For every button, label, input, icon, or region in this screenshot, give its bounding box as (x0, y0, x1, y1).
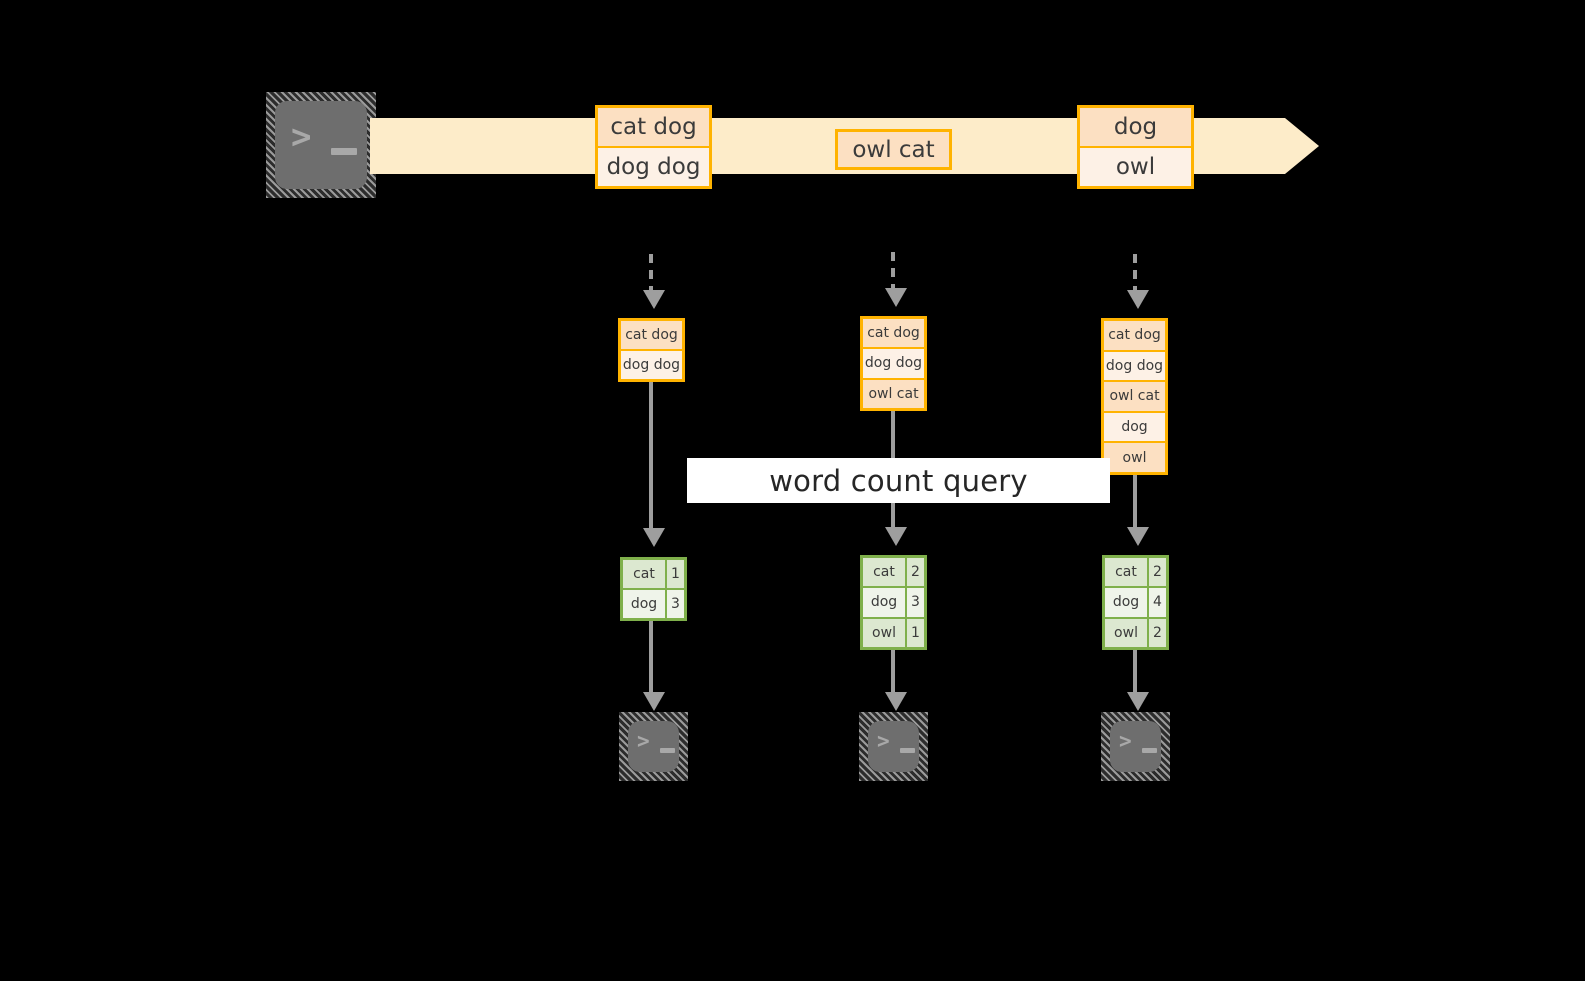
result-count: 3 (665, 590, 684, 618)
stream-record: dog (1080, 108, 1191, 146)
source-terminal-icon: > (266, 92, 376, 198)
result-word: cat (863, 558, 905, 587)
input-row: dog dog (621, 349, 682, 379)
result-count: 2 (905, 558, 924, 587)
terminal-cursor-underscore-icon (660, 748, 675, 753)
trigger-2-dashed-connector (891, 252, 895, 290)
trigger-3-input-table: cat dog dog dog owl cat dog owl (1101, 318, 1168, 475)
trigger-3-sink-terminal-icon: > (1101, 712, 1170, 781)
terminal-prompt-chevron-icon: > (877, 729, 890, 753)
result-count: 4 (1147, 588, 1166, 617)
result-row: cat 2 (863, 558, 924, 587)
stream-batch-2: owl cat (835, 129, 952, 170)
result-count: 3 (905, 588, 924, 617)
result-word: cat (1105, 558, 1147, 587)
trigger-3-dashed-connector (1133, 254, 1137, 292)
trigger-2-sink-arrowhead-icon (885, 692, 907, 711)
trigger-2-result-table: cat 2 dog 3 owl 1 (860, 555, 927, 650)
result-count: 1 (905, 618, 924, 647)
terminal-cursor-underscore-icon (331, 148, 357, 155)
stream-batch-1: cat dog dog dog (595, 105, 712, 189)
input-row: cat dog (621, 321, 682, 349)
result-word: dog (623, 590, 665, 618)
trigger-1-dashed-connector (649, 254, 653, 292)
trigger-1-sink-connector (649, 621, 653, 696)
input-row: dog (1104, 410, 1165, 442)
trigger-2-sink-connector (891, 650, 895, 696)
terminal-prompt-chevron-icon: > (637, 729, 650, 753)
result-row: cat 1 (623, 560, 684, 588)
trigger-2-dashed-arrowhead-icon (885, 288, 907, 307)
trigger-1-query-connector (649, 382, 653, 532)
result-count: 1 (665, 560, 684, 588)
trigger-1-dashed-arrowhead-icon (643, 290, 665, 309)
event-stream-arrowhead-icon (1285, 118, 1319, 174)
result-word: owl (863, 618, 905, 647)
stream-record: owl cat (838, 132, 949, 167)
trigger-2-sink-terminal-icon: > (859, 712, 928, 781)
result-row: dog 3 (623, 588, 684, 618)
trigger-2-query-arrowhead-icon (885, 527, 907, 546)
terminal-cursor-underscore-icon (1142, 748, 1157, 753)
input-row: owl cat (863, 377, 924, 408)
result-word: cat (623, 560, 665, 588)
trigger-3-sink-connector (1133, 650, 1137, 696)
terminal-prompt-chevron-icon: > (1119, 729, 1132, 753)
terminal-prompt-chevron-icon: > (291, 117, 312, 157)
result-row: cat 2 (1105, 558, 1166, 587)
result-word: owl (1105, 618, 1147, 647)
result-count: 2 (1147, 558, 1166, 587)
result-row: dog 3 (863, 586, 924, 617)
terminal-body: > (628, 721, 679, 772)
input-row: owl (1104, 441, 1165, 472)
trigger-3-result-table: cat 2 dog 4 owl 2 (1102, 555, 1169, 650)
trigger-1-sink-terminal-icon: > (619, 712, 688, 781)
stream-record: dog dog (598, 146, 709, 186)
trigger-1-result-table: cat 1 dog 3 (620, 557, 687, 621)
result-count: 2 (1147, 618, 1166, 647)
input-row: cat dog (863, 319, 924, 348)
trigger-3-query-arrowhead-icon (1127, 527, 1149, 546)
result-row: owl 1 (863, 616, 924, 647)
input-row: dog dog (1104, 349, 1165, 381)
terminal-cursor-underscore-icon (900, 748, 915, 753)
query-label: word count query (687, 458, 1110, 503)
terminal-body: > (868, 721, 919, 772)
result-word: dog (863, 588, 905, 617)
trigger-3-dashed-arrowhead-icon (1127, 290, 1149, 309)
trigger-3-query-connector (1133, 475, 1137, 531)
input-row: owl cat (1104, 380, 1165, 411)
result-row: owl 2 (1105, 616, 1166, 647)
input-row: dog dog (863, 347, 924, 378)
trigger-1-query-arrowhead-icon (643, 528, 665, 547)
stream-record: cat dog (598, 108, 709, 146)
stream-record: owl (1080, 146, 1191, 186)
stream-batch-3: dog owl (1077, 105, 1194, 189)
trigger-1-sink-arrowhead-icon (643, 692, 665, 711)
result-row: dog 4 (1105, 586, 1166, 617)
terminal-body: > (275, 101, 367, 189)
input-row: cat dog (1104, 321, 1165, 350)
result-word: dog (1105, 588, 1147, 617)
trigger-1-input-table: cat dog dog dog (618, 318, 685, 382)
trigger-2-input-table: cat dog dog dog owl cat (860, 316, 927, 411)
terminal-body: > (1110, 721, 1161, 772)
trigger-3-sink-arrowhead-icon (1127, 692, 1149, 711)
